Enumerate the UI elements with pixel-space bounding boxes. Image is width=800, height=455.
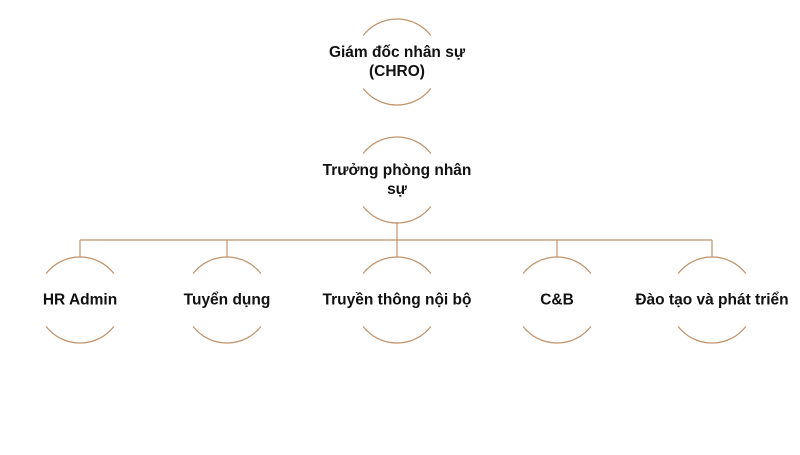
node-cb-bottom-arc — [522, 326, 592, 344]
node-training-top-arc — [677, 256, 747, 274]
node-hr-admin-label: HR Admin — [42, 291, 118, 309]
node-chro-line1: Giám đốc nhân sự — [328, 44, 466, 61]
node-hr-manager-bottom-arc — [362, 206, 432, 224]
node-hr-admin-bottom-arc — [45, 326, 115, 344]
node-hr-manager-top-arc — [362, 136, 432, 154]
node-hr-admin-top-arc — [45, 256, 115, 274]
node-internal-comms-label: Truyền thông nội bộ — [322, 291, 472, 309]
node-hr-manager-line2: sự — [387, 181, 407, 198]
node-recruitment-top-arc — [192, 256, 262, 274]
node-recruitment-bottom-arc — [192, 326, 262, 344]
node-chro-label: Giám đốc nhân sự (CHRO) — [329, 43, 465, 81]
node-internal-comms-top-arc — [362, 256, 432, 274]
node-training-bottom-arc — [677, 326, 747, 344]
node-chro-line2: (CHRO) — [369, 63, 425, 80]
node-hr-manager-label: Trưởng phòng nhân sự — [323, 161, 472, 199]
node-chro-top-arc — [362, 18, 432, 36]
node-chro-bottom-arc — [362, 88, 432, 106]
node-training-label: Đào tạo và phát triển — [635, 291, 789, 309]
node-cb-top-arc — [522, 256, 592, 274]
node-cb-label: C&B — [540, 291, 574, 309]
node-hr-manager-line1: Trưởng phòng nhân — [322, 162, 472, 179]
node-recruitment-label: Tuyển dụng — [183, 291, 271, 309]
node-internal-comms-bottom-arc — [362, 326, 432, 344]
